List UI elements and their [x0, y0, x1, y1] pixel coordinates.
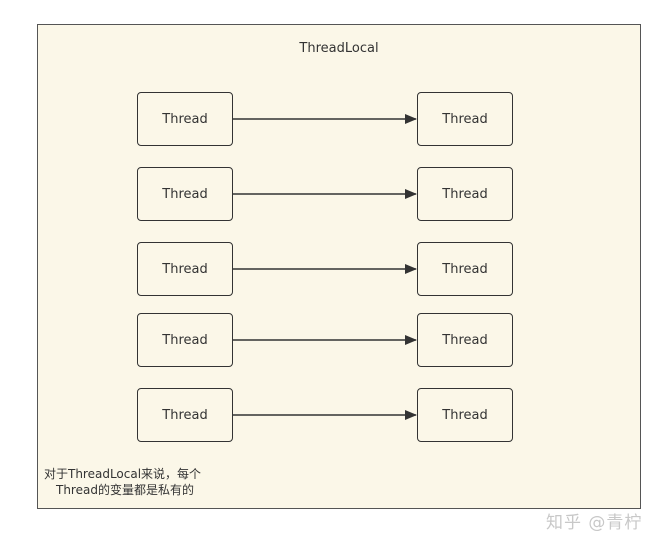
- right-thread-node-2: Thread: [417, 167, 513, 221]
- annotation-line-2: Thread的变量都是私有的: [56, 483, 194, 497]
- left-thread-node-3: Thread: [137, 242, 233, 296]
- right-thread-node-4: Thread: [417, 313, 513, 367]
- watermark-text: 知乎 @青柠: [546, 513, 643, 533]
- left-thread-node-1: Thread: [137, 92, 233, 146]
- left-thread-node-2: Thread: [137, 167, 233, 221]
- diagram-title: ThreadLocal: [299, 41, 379, 56]
- annotation-note: 对于ThreadLocal来说，每个 Thread的变量都是私有的: [44, 466, 234, 498]
- right-thread-node-1: Thread: [417, 92, 513, 146]
- left-thread-node-5: Thread: [137, 388, 233, 442]
- right-thread-node-3: Thread: [417, 242, 513, 296]
- threadlocal-container: [37, 24, 641, 509]
- left-thread-node-4: Thread: [137, 313, 233, 367]
- right-thread-node-5: Thread: [417, 388, 513, 442]
- annotation-line-1: 对于ThreadLocal来说，每个: [44, 467, 202, 481]
